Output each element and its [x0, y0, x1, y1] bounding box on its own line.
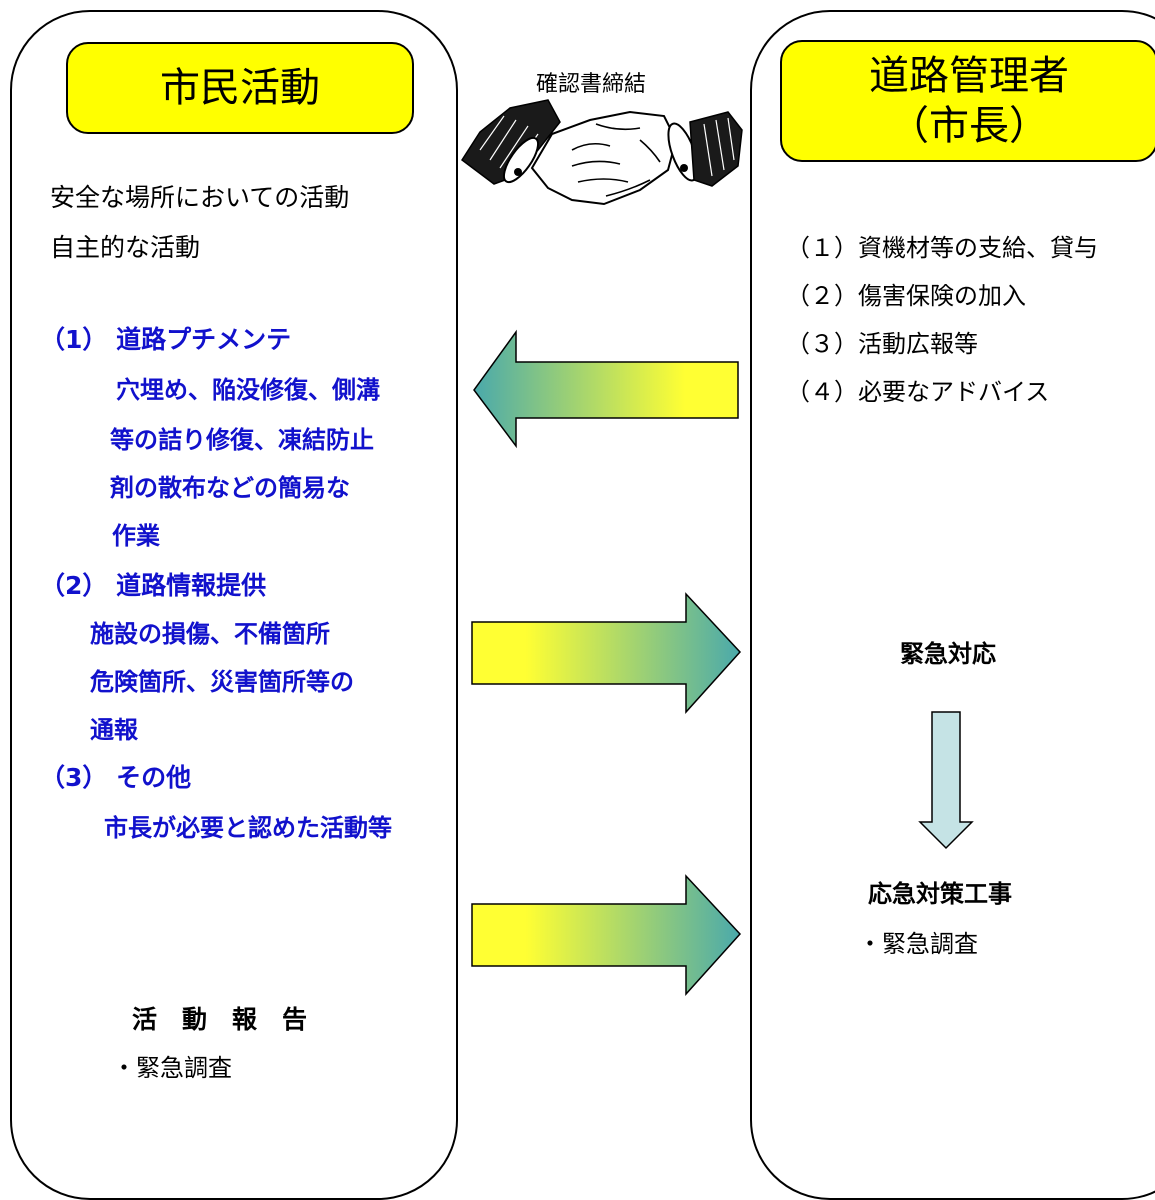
- support-arrow-left: [473, 329, 739, 449]
- road-manager-panel: [750, 10, 1155, 1200]
- diagram-graphics: [460, 99, 974, 996]
- item-2-line-1: 施設の損傷、不備箇所: [90, 620, 330, 648]
- intro-line-1: 安全な場所においての活動: [50, 183, 350, 212]
- item-2-line-2: 危険箇所、災害箇所等の: [90, 668, 354, 696]
- citizen-activity-panel: [10, 10, 458, 1200]
- emergency-measures-note: ・緊急調査: [858, 930, 978, 958]
- item-1-line-1: 穴埋め、陥没修復、側溝: [116, 376, 380, 404]
- support-item-1: （１）資機材等の支給、貸与: [786, 234, 1098, 262]
- emergency-response-label: 緊急対応: [900, 640, 996, 668]
- emergency-measures-label: 応急対策工事: [868, 880, 1012, 908]
- report-arrow-right: [471, 874, 742, 996]
- handshake-icon: [460, 99, 743, 206]
- activity-report-note: ・緊急調査: [112, 1054, 232, 1082]
- item-1-heading: （1） 道路プチメンテ: [40, 325, 292, 354]
- citizen-activity-title-text: 市民活動: [160, 65, 320, 111]
- item-3-line-1: 市長が必要と認めた活動等: [104, 814, 392, 842]
- info-arrow-right: [471, 592, 742, 714]
- activity-report-title: 活 動 報 告: [132, 1005, 308, 1034]
- item-2-line-3: 通報: [90, 716, 138, 744]
- item-1-line-3: 剤の散布などの簡易な: [110, 474, 350, 502]
- citizen-activity-title: 市民活動: [66, 42, 414, 134]
- support-item-3: （３）活動広報等: [786, 330, 978, 358]
- road-manager-title-line1: 道路管理者: [869, 53, 1069, 99]
- item-2-heading: （2） 道路情報提供: [40, 571, 267, 600]
- item-1-line-4: 作業: [112, 522, 160, 550]
- item-1-line-2: 等の詰り修復、凍結防止: [110, 426, 374, 454]
- support-item-4: （４）必要なアドバイス: [786, 378, 1050, 406]
- support-item-2: （２）傷害保険の加入: [786, 282, 1026, 310]
- emergency-down-arrow: [918, 711, 974, 850]
- intro-line-2: 自主的な活動: [50, 233, 201, 262]
- road-manager-title: 道路管理者 （市長）: [780, 40, 1155, 162]
- road-manager-title-line2: （市長）: [889, 103, 1049, 149]
- agreement-label: 確認書締結: [536, 72, 647, 97]
- item-3-heading: （3） その他: [40, 763, 192, 792]
